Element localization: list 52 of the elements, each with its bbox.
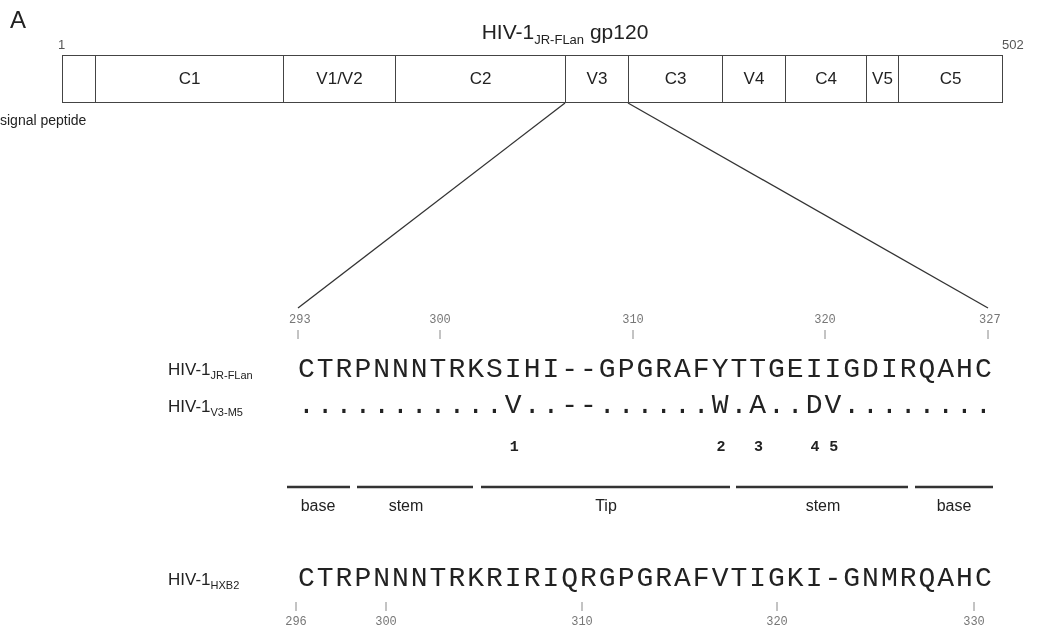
mutation-number: 2 [716, 440, 726, 455]
residue-number: 310 [571, 616, 593, 628]
domain-segment [785, 55, 867, 103]
residue-number: 296 [285, 616, 307, 628]
position-number: 502 [1002, 38, 1024, 51]
region-label: stem [388, 498, 424, 514]
domain-segment [395, 55, 566, 103]
residue-number: 327 [979, 314, 1001, 326]
segment-label: C4 [815, 69, 837, 89]
mutation-number: 4 [810, 440, 820, 455]
domain-segment [866, 55, 899, 103]
segment-label: V1/V2 [316, 69, 363, 89]
residue-number: 300 [375, 616, 397, 628]
segment-label: V4 [743, 69, 765, 89]
domain-segment [283, 55, 396, 103]
sequence-name: HIV-1$_{JR-FLan}$ [168, 361, 253, 382]
region-label: stem [805, 498, 841, 514]
residue-number: 310 [622, 314, 644, 326]
sequence-text: CTRPNNNTRKSIHI--GPGRAFYTTGEIIGDIRQAHC [298, 356, 994, 384]
segment-label: C2 [469, 69, 492, 89]
residue-number: 300 [429, 314, 451, 326]
residue-number: 320 [814, 314, 836, 326]
sequence-name: HIV-1$_{HXB2}$ [168, 571, 240, 592]
segment-label: C5 [939, 69, 962, 89]
residue-number: 320 [766, 616, 788, 628]
zoom-line [297, 102, 566, 309]
segment-label: C3 [664, 69, 687, 89]
domain-segment [722, 55, 786, 103]
residue-number: 293 [289, 314, 311, 326]
zoom-line [627, 102, 989, 309]
segment-caption: signal peptide [0, 113, 87, 127]
sequence-text: ...........V..--......W.A..DV........ [298, 392, 994, 420]
panel-letter: A [10, 8, 26, 32]
sequence-text: CTRPNNNTRKRIRIQRGPGRAFVTIGKI-GNMRQAHC [298, 565, 994, 593]
mutation-number: 5 [829, 440, 839, 455]
region-label: base [300, 498, 336, 514]
empty-segment [62, 55, 96, 103]
mutation-number: 3 [754, 440, 764, 455]
domain-segment [95, 55, 284, 103]
position-number: 1 [58, 38, 66, 51]
residue-number: 330 [963, 616, 985, 628]
domain-segment [565, 55, 629, 103]
domain-segment [898, 55, 1003, 103]
segment-label: C1 [178, 69, 201, 89]
region-label: base [936, 498, 972, 514]
diagram-title: HIV-1$_{JR-FLan}$ gp120 [481, 20, 649, 48]
domain-segment [628, 55, 723, 103]
segment-label: V3 [586, 69, 608, 89]
mutation-number: 1 [509, 440, 519, 455]
sequence-name: HIV-1$_{V3-M5}$ [168, 398, 243, 419]
segment-label: V5 [872, 69, 893, 89]
region-label: Tip [595, 498, 617, 514]
